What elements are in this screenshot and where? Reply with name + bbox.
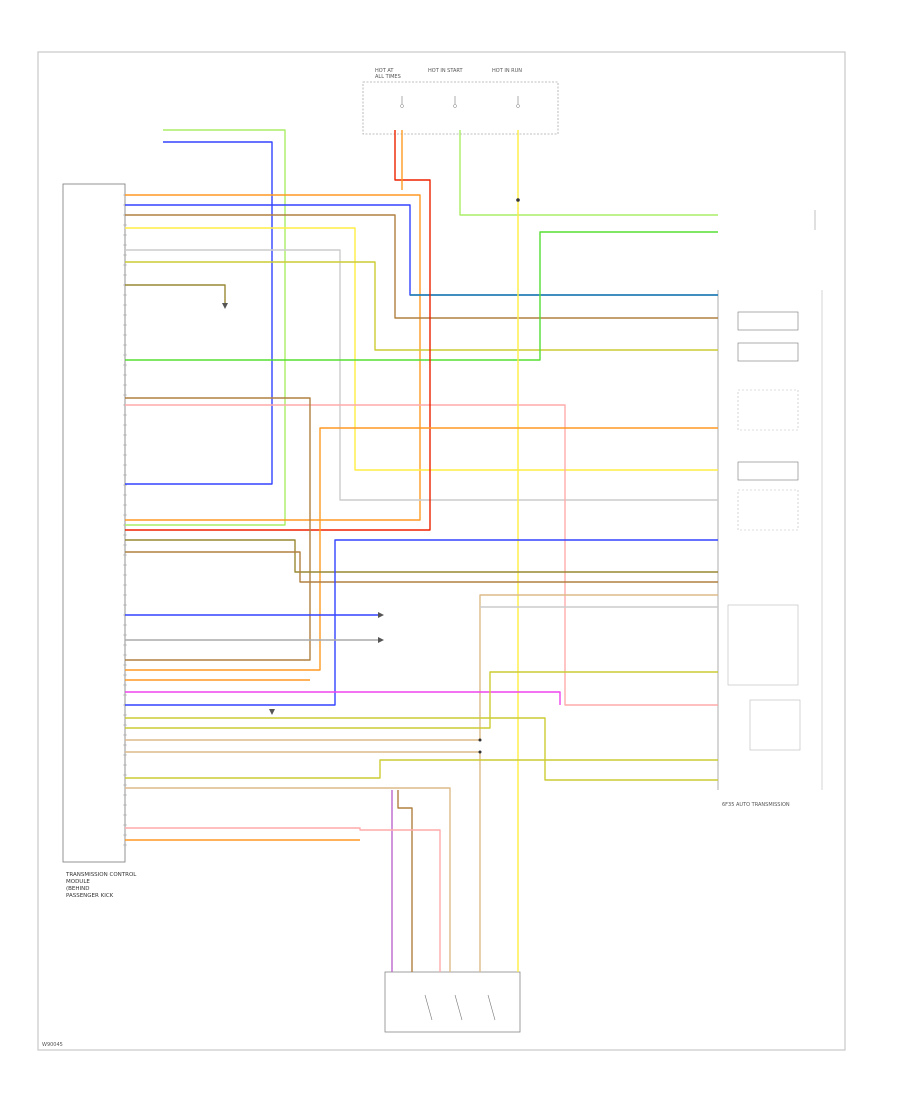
sensor-box-4 xyxy=(749,699,801,751)
wire-olive-3 xyxy=(125,671,718,729)
wire-olive-2 xyxy=(125,717,718,781)
pcm-block: 6F35 AUTO TRANSMISSION xyxy=(717,210,823,808)
tcm-connector xyxy=(62,183,127,863)
sensor-box-3 xyxy=(737,489,799,531)
arrow-2 xyxy=(378,612,384,618)
wire-tan-1 xyxy=(125,594,718,741)
wire-orange-2 xyxy=(125,427,718,671)
splice-1 xyxy=(516,198,520,202)
wire-brown-switch xyxy=(397,790,413,972)
splice-3 xyxy=(478,750,482,754)
wire-tan-switch xyxy=(385,787,451,972)
wire-dark-olive-2 xyxy=(125,539,718,573)
wire-blue-top xyxy=(125,141,273,485)
fuse-box: HOT AT ALL TIMES HOT IN START HOT IN RUN xyxy=(362,68,559,135)
sensor-box-1 xyxy=(737,389,799,431)
fuse-header-1: HOT AT xyxy=(375,68,394,74)
wire-green-top xyxy=(125,129,286,526)
wire-blue-3 xyxy=(125,539,718,706)
arrows xyxy=(222,303,384,715)
wire-red-fuse xyxy=(125,130,431,531)
splices xyxy=(478,198,520,754)
fuse-header-3: HOT IN START xyxy=(428,68,464,74)
wire-pink-1 xyxy=(125,404,718,706)
fuse-symbol-3 xyxy=(516,96,520,108)
wire-brown-3 xyxy=(125,551,718,583)
solenoid-box-2 xyxy=(737,342,799,362)
arrow-1 xyxy=(222,303,228,309)
wire-brown-1 xyxy=(125,214,718,319)
solenoid-box-1 xyxy=(737,311,799,331)
tcm-caption-line-1: TRANSMISSION CONTROL xyxy=(65,872,137,878)
figure-id: W90045 xyxy=(42,1042,63,1048)
tcm-caption-line-2: MODULE xyxy=(66,879,90,885)
tcm-pin-ticks xyxy=(123,194,127,846)
fuse-header-2: ALL TIMES xyxy=(375,74,401,80)
splice-2 xyxy=(478,738,482,742)
tcm-caption-line-4: PASSENGER KICK xyxy=(66,893,114,899)
transmission-caption: 6F35 AUTO TRANSMISSION xyxy=(722,802,790,808)
wire-brown-2 xyxy=(125,397,311,661)
wire-tan-2 xyxy=(125,751,481,972)
wire-green-2 xyxy=(125,231,718,361)
wire-light-green-fuse xyxy=(459,130,718,216)
switch-box-right xyxy=(727,604,799,686)
fuse-symbol-1 xyxy=(400,96,404,108)
wires xyxy=(125,129,718,972)
wire-olive-4 xyxy=(125,759,718,779)
fuse-header-4: HOT IN RUN xyxy=(492,68,522,74)
wire-gray-1 xyxy=(125,249,718,501)
diagram-border xyxy=(37,51,846,1051)
fuse-symbol-2 xyxy=(453,96,457,108)
wire-dark-olive-1 xyxy=(125,284,226,305)
wire-olive-1 xyxy=(125,261,718,351)
wire-yellow-1 xyxy=(125,227,718,471)
wire-magenta-1 xyxy=(125,691,561,705)
tcm-caption: TRANSMISSION CONTROL MODULE (BEHIND PASS… xyxy=(65,872,137,899)
arrow-4 xyxy=(269,709,275,715)
sensor-box-2 xyxy=(737,461,799,481)
tcm-caption-line-3: (BEHIND xyxy=(66,886,90,892)
arrow-3 xyxy=(378,637,384,643)
wire-pink-switch xyxy=(125,827,441,972)
range-switch xyxy=(384,971,521,1033)
wire-orange-1 xyxy=(125,194,421,521)
